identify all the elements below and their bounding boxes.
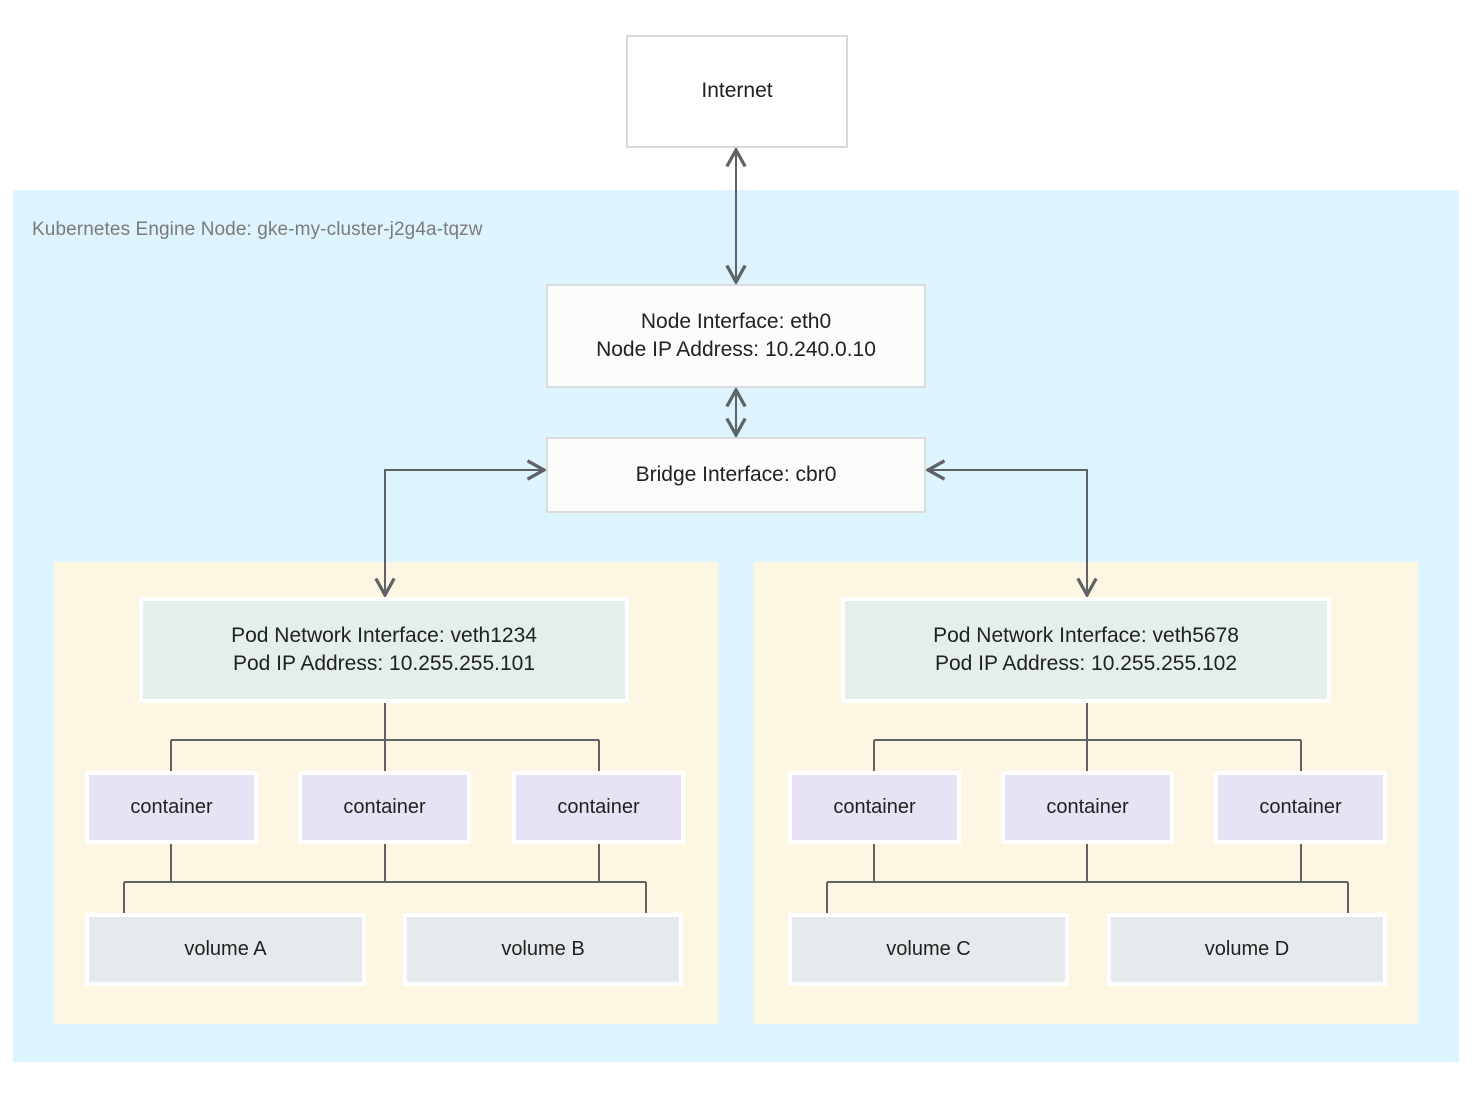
container-label: container — [833, 796, 916, 818]
bridge-interface-box[interactable]: Bridge Interface: cbr0 — [546, 437, 926, 513]
bridge-interface-label: Bridge Interface: cbr0 — [635, 462, 837, 486]
pod-ip-address-right: Pod IP Address: 10.255.255.102 — [934, 652, 1238, 675]
container-label: container — [557, 796, 640, 818]
node-interface-box[interactable]: Node Interface: eth0 Node IP Address: 10… — [546, 284, 926, 388]
volume-label: volume C — [886, 938, 971, 960]
pod-ip-address-left: Pod IP Address: 10.255.255.101 — [232, 652, 536, 675]
volume-label: volume A — [184, 938, 267, 960]
container-label: container — [130, 796, 213, 818]
internet-box[interactable]: Internet — [626, 35, 848, 148]
container-label: container — [1046, 796, 1129, 818]
node-ip-address: Node IP Address: 10.240.0.10 — [596, 338, 876, 361]
node-interface-name: Node Interface: eth0 — [640, 309, 832, 333]
pod-interface-name-right: Pod Network Interface: veth5678 — [933, 623, 1239, 647]
pod-network-interface-right[interactable]: Pod Network Interface: veth5678 Pod IP A… — [841, 597, 1331, 703]
volume-box-d[interactable]: volume D — [1107, 913, 1387, 986]
container-box-left-1[interactable]: container — [85, 771, 258, 844]
container-box-left-3[interactable]: container — [512, 771, 685, 844]
container-label: container — [1259, 796, 1342, 818]
pod-network-interface-left[interactable]: Pod Network Interface: veth1234 Pod IP A… — [139, 597, 629, 703]
kubernetes-node-region-label: Kubernetes Engine Node: gke-my-cluster-j… — [32, 219, 483, 240]
container-label: container — [343, 796, 426, 818]
pod-interface-name-left: Pod Network Interface: veth1234 — [231, 623, 537, 647]
container-box-left-2[interactable]: container — [298, 771, 471, 844]
internet-label: Internet — [701, 79, 773, 103]
volume-label: volume D — [1204, 938, 1290, 960]
container-box-right-3[interactable]: container — [1214, 771, 1387, 844]
volume-box-a[interactable]: volume A — [85, 913, 366, 986]
volume-label: volume B — [501, 938, 585, 960]
volume-box-b[interactable]: volume B — [403, 913, 683, 986]
container-box-right-2[interactable]: container — [1001, 771, 1174, 844]
volume-box-c[interactable]: volume C — [788, 913, 1069, 986]
container-box-right-1[interactable]: container — [788, 771, 961, 844]
